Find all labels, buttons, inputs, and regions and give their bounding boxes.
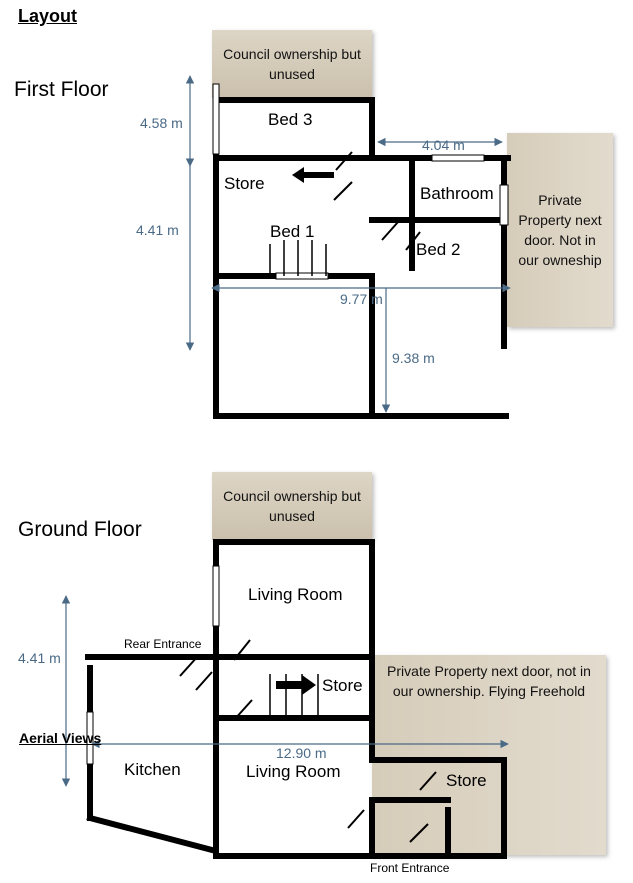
- ground-floor-private-box: Private Property next door, not in our o…: [372, 655, 606, 855]
- gf-room-store-front: Store: [446, 771, 487, 790]
- ff-window-left: [212, 83, 220, 155]
- gf-front-entrance-label: Front Entrance: [370, 861, 450, 875]
- ff-window-bed1: [275, 272, 329, 280]
- gf-stair-arrow: [276, 675, 316, 695]
- ff-dim-w-bath: 4.04 m: [422, 137, 465, 153]
- ground-floor-council-box: Council ownership but unused: [212, 472, 372, 540]
- page-title: Layout: [18, 6, 78, 26]
- ff-dim-w-total: 9.77 m: [340, 291, 383, 307]
- ff-room-bed3: Bed 3: [268, 110, 313, 129]
- ff-room-bed2: Bed 2: [416, 240, 461, 259]
- ff-stair-arrow: [292, 167, 334, 183]
- ground-floor-walls: [85, 539, 507, 859]
- ground-floor-private-text: Private Property next door, not in our o…: [387, 663, 591, 699]
- ff-room-bed1: Bed 1: [270, 222, 315, 241]
- gf-window-living: [212, 565, 220, 627]
- ff-stairs: [269, 240, 327, 276]
- ff-dimensions: [185, 75, 511, 413]
- gf-room-living2: Living Room: [246, 762, 341, 781]
- ff-window-right: [499, 184, 509, 226]
- gf-dim-w-total: 12.90 m: [276, 745, 327, 761]
- first-floor-private-box: Private Property next door. Not in our o…: [507, 133, 613, 327]
- gf-dim-h-left: 4.41 m: [18, 650, 61, 666]
- ff-dim-h1: 4.58 m: [140, 115, 183, 131]
- ff-dim-h-right: 9.38 m: [392, 350, 435, 366]
- gf-room-store-mid: Store: [322, 676, 363, 695]
- gf-room-living1: Living Room: [248, 585, 343, 604]
- ff-room-store: Store: [224, 174, 265, 193]
- first-floor-council-text: Council ownership but unused: [223, 46, 361, 82]
- gf-room-kitchen: Kitchen: [124, 760, 181, 779]
- gf-wall-kitchen-slant: [86, 814, 216, 854]
- gf-rear-entrance-label: Rear Entrance: [124, 637, 202, 651]
- first-floor-heading: First Floor: [14, 78, 109, 101]
- ground-floor-council-text: Council ownership but unused: [223, 488, 361, 524]
- ff-dim-h2: 4.41 m: [136, 222, 179, 238]
- ground-floor-heading: Ground Floor: [18, 518, 142, 541]
- gf-window-kitchen: [86, 711, 94, 765]
- gf-stairs: [269, 674, 319, 716]
- gf-dimensions: [61, 595, 509, 787]
- first-floor-council-box: Council ownership but unused: [212, 30, 372, 98]
- ff-doors: [333, 151, 421, 251]
- gf-doors: [179, 639, 437, 843]
- aerial-views-link[interactable]: Aerial Views: [19, 730, 102, 746]
- ff-window-bath: [431, 154, 485, 162]
- first-floor-private-text: Private Property next door. Not in our o…: [518, 192, 602, 268]
- ff-room-bathroom: Bathroom: [420, 184, 494, 203]
